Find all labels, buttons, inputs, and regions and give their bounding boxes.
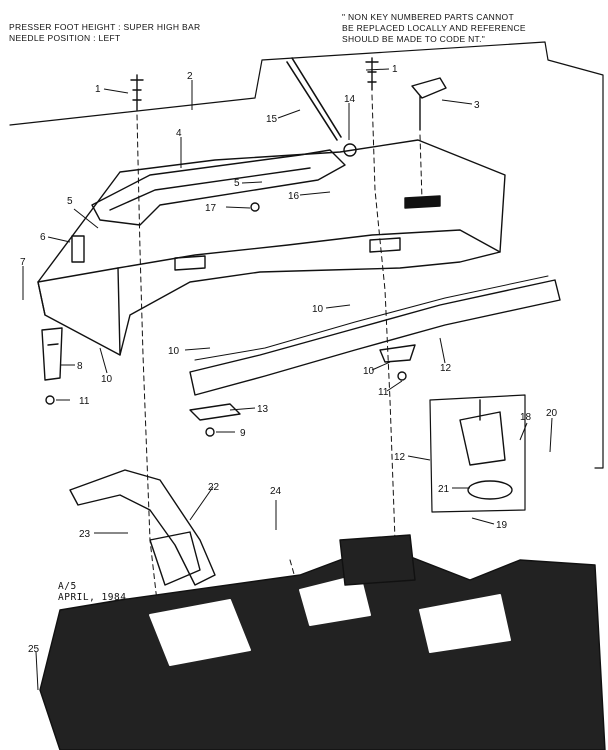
screw-right (365, 57, 379, 91)
callout-label: 23 (79, 529, 91, 540)
top-cover-fold (37, 267, 121, 356)
callout-label: 12 (440, 363, 452, 374)
callout-labels: 1 2 1 3 15 14 4 5 16 5 17 6 7 10 10 10 8… (20, 64, 558, 655)
callout-label: 21 (438, 484, 450, 495)
callout-label: 10 (101, 374, 113, 385)
rail-strip (189, 279, 561, 396)
top-cover-front-edge (37, 229, 501, 283)
callout-label: 19 (496, 520, 508, 531)
callout-label: 7 (20, 257, 26, 268)
callout-label: 3 (474, 100, 480, 111)
header-left-line: PRESSER FOOT HEIGHT : SUPER HIGH BAR (9, 22, 201, 32)
base-detail (149, 574, 511, 666)
stamp-code: A/5 (58, 581, 77, 592)
rail-strip-top (194, 275, 549, 361)
guide-line (371, 94, 396, 541)
clip-11b (379, 344, 416, 363)
callout-label: 25 (28, 644, 40, 655)
lever-24 (69, 469, 216, 586)
screw-head (205, 427, 215, 437)
guide-line (136, 114, 159, 611)
lever-bracket (149, 531, 201, 586)
cover-slot (404, 195, 441, 209)
callout-label: 22 (208, 482, 220, 493)
callout-label: 1 (95, 84, 101, 95)
assembly-box (429, 394, 526, 513)
callout-label: 18 (520, 412, 532, 423)
diagram-header-note: " NON KEY NUMBERED PARTS CANNOT BE REPLA… (342, 12, 602, 45)
lever-arm-inner (109, 167, 311, 211)
callout-label: 1 (392, 64, 398, 75)
callout-label: 10 (312, 304, 324, 315)
callout-label: 6 (40, 232, 46, 243)
callout-label: 2 (187, 71, 193, 82)
pin-6 (71, 235, 85, 263)
callout-label: 11 (79, 396, 90, 407)
thumb-screw (411, 77, 447, 131)
top-cover (37, 139, 506, 356)
callout-label: 20 (546, 408, 558, 419)
bracket-8 (41, 327, 63, 381)
assembly-body (459, 399, 506, 466)
callout-label: 11 (378, 387, 389, 398)
long-rod (286, 57, 342, 141)
revision-stamp: A/5 APRIL, 1984 (58, 581, 126, 603)
callout-label: 12 (394, 452, 406, 463)
cap-14 (343, 143, 357, 157)
callout-label: 24 (270, 486, 282, 497)
stamp-date: APRIL, 1984 (58, 592, 127, 603)
callout-label: 4 (176, 128, 182, 139)
machine-base (39, 544, 606, 750)
cover-slot (369, 237, 401, 253)
screw-left (130, 74, 144, 111)
header-left-line: NEEDLE POSITION : LEFT (9, 33, 121, 43)
clip-11 (189, 403, 241, 421)
callout-label: 5 (234, 178, 240, 189)
callout-label: 15 (266, 114, 278, 125)
header-note-line: SHOULD BE MADE TO CODE NT." (342, 34, 486, 44)
callout-label: 13 (257, 404, 269, 415)
panel-outline (9, 41, 604, 469)
cover-slot (174, 255, 206, 271)
screw-head (397, 371, 407, 381)
callout-label: 16 (288, 191, 300, 202)
diagram-header-left: PRESSER FOOT HEIGHT : SUPER HIGH BAR NEE… (9, 22, 200, 44)
ring-19 (467, 480, 513, 500)
callout-label: 9 (240, 428, 246, 439)
callout-label: 17 (205, 203, 217, 214)
callout-label: 10 (168, 346, 180, 357)
callout-label: 5 (67, 196, 73, 207)
screw-head (45, 395, 55, 405)
guide-line (419, 134, 423, 201)
callout-label: 10 (363, 366, 375, 377)
screw-head (250, 202, 260, 212)
callout-label: 14 (344, 94, 356, 105)
header-note-line: " NON KEY NUMBERED PARTS CANNOT (342, 12, 514, 22)
lever-arm (91, 149, 346, 226)
base-opening (339, 534, 416, 586)
header-note-line: BE REPLACED LOCALLY AND REFERENCE (342, 23, 526, 33)
callout-label: 8 (77, 361, 83, 372)
